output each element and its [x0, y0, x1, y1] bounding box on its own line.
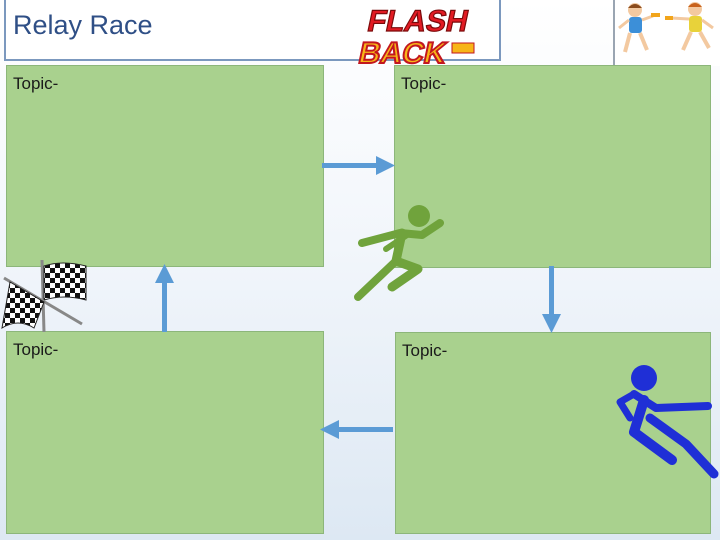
- logo-accent: [451, 42, 475, 54]
- arrow-down-icon: [542, 266, 561, 333]
- topic-panel-4[interactable]: Topic-: [395, 332, 711, 534]
- blue-runner-icon: [616, 365, 719, 479]
- arrow-left-icon: [320, 420, 393, 439]
- topic-label-2: Topic-: [401, 74, 447, 93]
- title-box: Relay Race: [4, 0, 501, 61]
- topic-panel-2[interactable]: Topic-: [394, 65, 711, 268]
- relay-runners-icon: [613, 0, 720, 66]
- green-runner-icon: [354, 205, 444, 301]
- logo-line-1: FLASH: [365, 5, 472, 38]
- flashback-logo: FLASH BACK: [358, 5, 475, 69]
- arrow-right-icon: [322, 156, 395, 175]
- checkered-flags-icon: [1, 259, 87, 333]
- arrow-up-icon: [155, 264, 174, 332]
- topic-label-1: Topic-: [13, 74, 59, 93]
- topic-label-3: Topic-: [13, 340, 59, 359]
- topic-panel-1[interactable]: Topic-: [6, 65, 324, 267]
- logo-line-2: BACK: [358, 37, 449, 69]
- topic-panel-3[interactable]: Topic-: [6, 331, 324, 534]
- page-title: Relay Race: [13, 10, 153, 40]
- topic-label-4: Topic-: [402, 341, 448, 360]
